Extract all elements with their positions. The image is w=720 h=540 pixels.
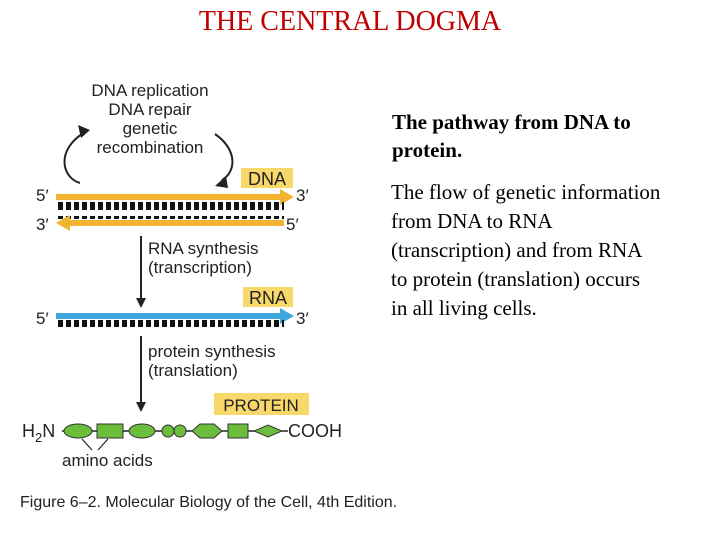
protein-synthesis-label: protein synthesis	[148, 342, 276, 361]
amino-acids-label: amino acids	[62, 451, 153, 470]
amino-acids-pointer	[81, 438, 93, 451]
rna-strand	[56, 313, 282, 319]
amino-acid	[128, 423, 156, 439]
amino-acid	[227, 423, 249, 439]
rna-3prime: 3′	[296, 309, 309, 328]
protein-label-box	[214, 393, 309, 415]
dna-bottom-strand	[68, 220, 284, 226]
dna-base-pairs	[58, 201, 284, 219]
subtitle: The pathway from DNA to protein.	[392, 110, 631, 162]
dna-top-5prime: 5′	[36, 186, 49, 205]
protein-label: PROTEIN	[223, 396, 299, 415]
figure-caption: Figure 6–2. Molecular Biology of the Cel…	[20, 494, 397, 511]
rna-bases	[58, 320, 284, 328]
page-title: THE CENTRAL DOGMA	[198, 6, 502, 37]
dna-repair-label: DNA repair	[108, 100, 191, 119]
dna-replication-label: DNA replication	[91, 81, 208, 100]
amino-acids-pointer	[97, 438, 109, 451]
dna-bottom-3prime: 3′	[36, 215, 49, 234]
recombination-label: recombination	[97, 138, 204, 157]
rna-synthesis-label: RNA synthesis	[148, 239, 259, 258]
description: The flow of genetic information from DNA…	[391, 180, 661, 320]
dna-label: DNA	[248, 169, 286, 189]
rna-label: RNA	[249, 288, 287, 308]
transcription-label: (transcription)	[148, 258, 252, 277]
amino-acid	[63, 423, 93, 439]
translation-label: (translation)	[148, 361, 238, 380]
amino-acid	[252, 424, 284, 438]
transcription-arrowhead	[136, 298, 146, 308]
right-curved-arrowhead	[215, 176, 228, 188]
translation-arrowhead	[136, 402, 146, 412]
dna-label-box	[241, 168, 293, 188]
amino-acid	[96, 423, 124, 439]
right-curved-arrow	[214, 133, 234, 181]
carboxyl-terminus: COOH	[288, 421, 342, 441]
amino-acid	[173, 424, 187, 438]
amino-acid	[161, 424, 175, 438]
dna-top-strand	[56, 194, 282, 200]
rna-5prime: 5′	[36, 309, 49, 328]
dna-bottom-arrowhead	[56, 215, 70, 231]
genetic-label: genetic	[123, 119, 178, 138]
left-curved-arrowhead	[78, 125, 90, 138]
rna-label-box	[243, 287, 293, 307]
amino-acid	[191, 423, 223, 439]
left-curved-arrow	[63, 131, 86, 184]
amino-terminus: H2N	[22, 421, 55, 445]
dna-top-3prime: 3′	[296, 186, 309, 205]
dna-bottom-5prime: 5′	[286, 215, 299, 234]
